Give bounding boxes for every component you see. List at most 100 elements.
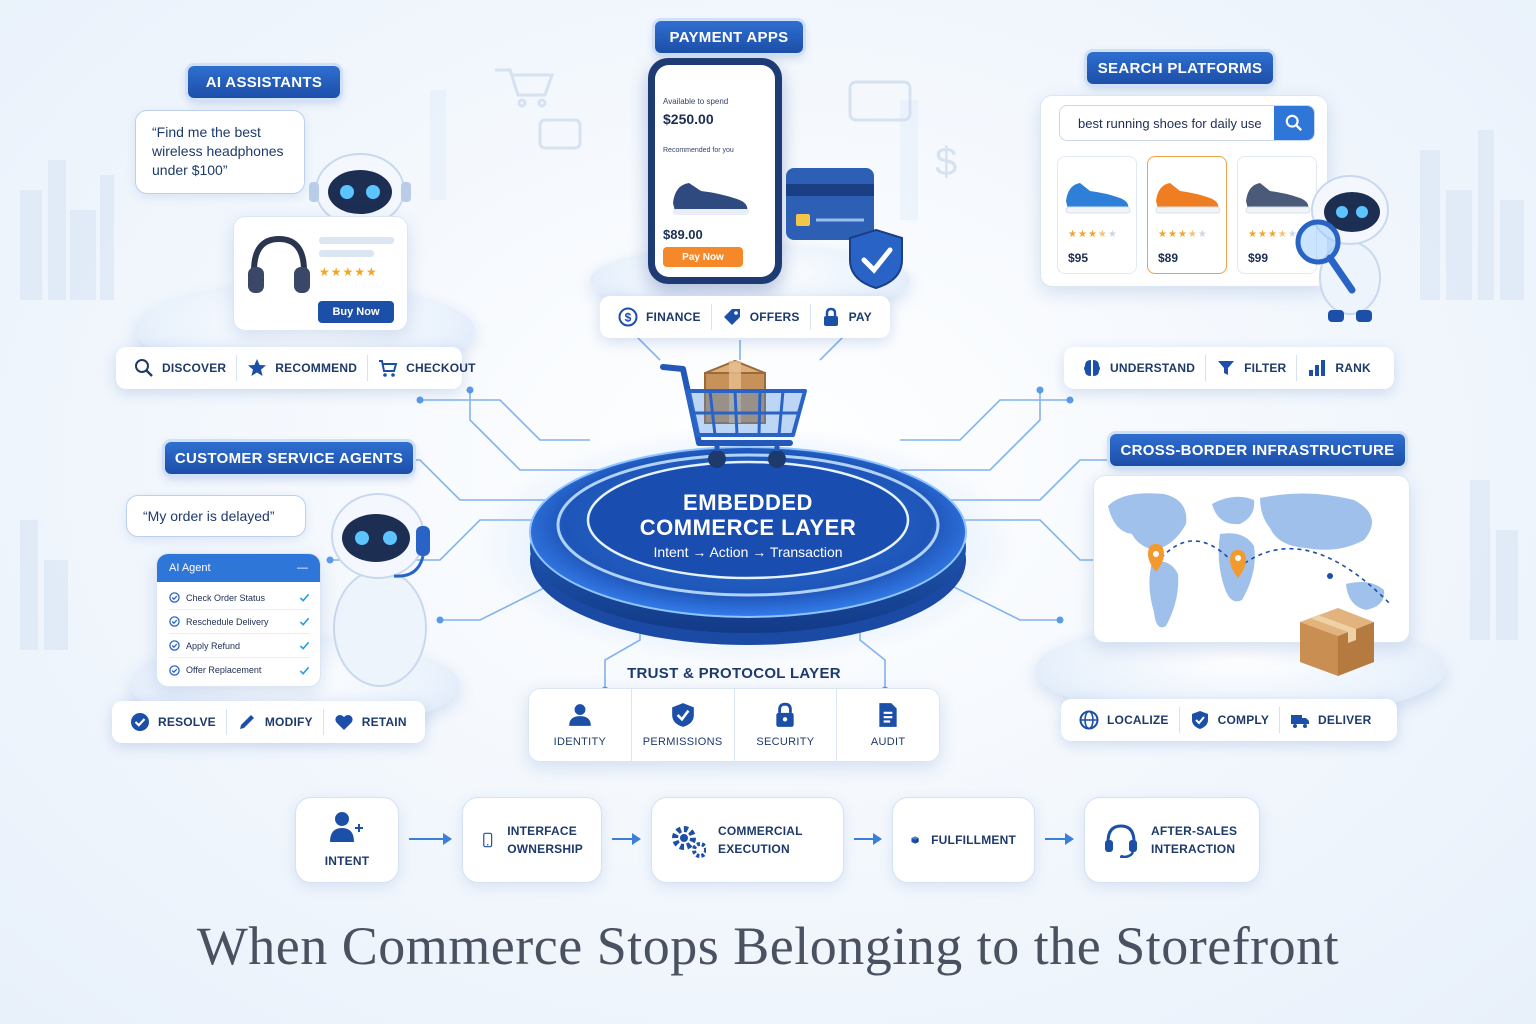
star: ★ bbox=[1087, 229, 1098, 240]
credit-card-shield-icon bbox=[786, 168, 903, 290]
search-button[interactable] bbox=[1274, 106, 1314, 140]
check-circle-icon bbox=[131, 713, 149, 731]
checkmark-icon bbox=[299, 641, 310, 650]
check-circle-icon bbox=[169, 664, 180, 676]
world-map-panel bbox=[1093, 475, 1410, 643]
running-shoe-icon bbox=[1065, 183, 1131, 214]
shopping-cart-icon bbox=[660, 359, 807, 468]
product-card[interactable]: ★★★★★ Buy Now bbox=[233, 216, 408, 331]
search-result-card[interactable]: ★★★★★ $89 bbox=[1147, 156, 1227, 274]
star: ★ bbox=[1097, 229, 1108, 240]
cap-label: MODIFY bbox=[264, 715, 313, 729]
task-label: Offer Replacement bbox=[186, 665, 262, 675]
dollar-coin-icon: $ bbox=[618, 307, 638, 327]
core-subtitle: Intent → Action → Transaction bbox=[653, 544, 843, 560]
flow-step: INTERFACE OWNERSHIP bbox=[462, 797, 602, 883]
search-results-row: ★★★★★$95★★★★★$89★★★★★$99 bbox=[1057, 156, 1317, 274]
trust-layer-header: TRUST & PROTOCOL LAYER bbox=[627, 665, 841, 682]
headset-icon bbox=[1105, 824, 1137, 858]
cap-recommend[interactable]: RECOMMEND bbox=[236, 355, 367, 381]
box-icon bbox=[911, 836, 919, 844]
pay-now-button[interactable]: Pay Now bbox=[663, 247, 743, 267]
shield-check-icon bbox=[671, 703, 694, 727]
result-price: $95 bbox=[1068, 251, 1089, 265]
quote-line: wireless headphones bbox=[152, 143, 284, 159]
task-label: Apply Refund bbox=[186, 640, 241, 651]
search-box[interactable]: best running shoes for daily use bbox=[1059, 105, 1315, 141]
checkmark-icon bbox=[299, 593, 310, 602]
running-shoe-icon bbox=[1155, 183, 1221, 214]
trust-item-security[interactable]: SECURITY bbox=[733, 689, 837, 761]
quote-line: under $100” bbox=[152, 162, 228, 178]
bar-chart-icon bbox=[1309, 360, 1326, 376]
cap-filter[interactable]: FILTER bbox=[1205, 355, 1296, 381]
cap-label: OFFERS bbox=[749, 310, 800, 324]
checkmark-icon bbox=[299, 617, 310, 626]
ai-assistant-query-bubble: “Find me the best wireless headphones un… bbox=[135, 110, 305, 194]
cap-deliver[interactable]: DELIVER bbox=[1279, 707, 1381, 733]
cap-checkout[interactable]: CHECKOUT bbox=[367, 355, 486, 381]
cap-label: CHECKOUT bbox=[406, 361, 476, 375]
cap-discover[interactable]: DISCOVER bbox=[124, 355, 236, 381]
star: ★ bbox=[1267, 229, 1278, 240]
minimize-button[interactable]: — bbox=[297, 562, 308, 574]
cap-label: COMPLY bbox=[1217, 713, 1270, 727]
cap-comply[interactable]: COMPLY bbox=[1178, 707, 1279, 733]
search-query: best running shoes for daily use bbox=[1078, 115, 1262, 131]
phone-screen: Available to spend $250.00 Recommended f… bbox=[655, 65, 775, 277]
cap-finance[interactable]: $ FINANCE bbox=[608, 304, 711, 330]
placeholder-line bbox=[319, 250, 374, 257]
gears-icon bbox=[672, 826, 706, 858]
product-price: $89.00 bbox=[663, 227, 703, 242]
agent-task-item[interactable]: Reschedule Delivery bbox=[169, 610, 310, 634]
tag-icon bbox=[723, 309, 740, 325]
flow-step-label: INTENT bbox=[324, 854, 370, 868]
cap-retain[interactable]: RETAIN bbox=[322, 709, 417, 735]
search-result-card[interactable]: ★★★★★$95 bbox=[1057, 156, 1137, 274]
star: ★ bbox=[1077, 229, 1088, 240]
user-plus-icon bbox=[330, 812, 363, 842]
core-title-line2: COMMERCE LAYER bbox=[639, 515, 857, 540]
world-map-icon bbox=[1108, 493, 1391, 628]
flow-step: AFTER-SALES INTERACTION bbox=[1084, 797, 1260, 883]
ai-agent-title: AI Agent bbox=[169, 562, 211, 574]
flow-arrow bbox=[854, 833, 882, 845]
flow-step: COMMERCIAL EXECUTION bbox=[651, 797, 844, 883]
result-price: $99 bbox=[1248, 251, 1269, 265]
agent-task-item[interactable]: Apply Refund bbox=[169, 634, 310, 658]
trust-item-identity[interactable]: IDENTITY bbox=[529, 689, 631, 761]
buy-now-button[interactable]: Buy Now bbox=[318, 301, 394, 323]
trust-item-permissions[interactable]: PERMISSIONS bbox=[630, 689, 734, 761]
cap-resolve[interactable]: RESOLVE bbox=[120, 709, 226, 735]
cap-offers[interactable]: OFFERS bbox=[710, 304, 810, 330]
placeholder-line bbox=[319, 237, 394, 244]
search-icon bbox=[135, 359, 153, 377]
cap-modify[interactable]: MODIFY bbox=[225, 709, 323, 735]
cap-label: LOCALIZE bbox=[1107, 713, 1169, 727]
task-label: Check Order Status bbox=[186, 592, 266, 603]
star: ★ bbox=[1107, 229, 1118, 240]
ai-agent-titlebar: AI Agent — bbox=[157, 554, 320, 582]
cap-rank[interactable]: RANK bbox=[1296, 355, 1380, 381]
agent-task-item[interactable]: Offer Replacement bbox=[169, 658, 310, 682]
search-capabilities: UNDERSTAND FILTER RANK bbox=[1064, 347, 1394, 389]
cap-label: PAY bbox=[848, 310, 872, 324]
cap-label: RECOMMEND bbox=[275, 361, 358, 375]
cap-understand[interactable]: UNDERSTAND bbox=[1072, 355, 1205, 381]
star: ★ bbox=[1158, 229, 1168, 240]
star: ★ bbox=[1257, 229, 1268, 240]
shoe-icon bbox=[673, 183, 749, 215]
cap-localize[interactable]: LOCALIZE bbox=[1069, 707, 1179, 733]
customer-service-capabilities: RESOLVE MODIFY RETAIN bbox=[112, 701, 425, 743]
flow-step: INTENT bbox=[295, 797, 399, 883]
cap-pay[interactable]: PAY bbox=[809, 304, 882, 330]
trust-item-audit[interactable]: AUDIT bbox=[836, 689, 939, 761]
ai-assistants-header: AI ASSISTANTS bbox=[188, 66, 340, 98]
user-icon bbox=[569, 704, 591, 726]
result-price: $89 bbox=[1158, 251, 1179, 265]
rating-stars: ★★★★★ bbox=[1158, 229, 1208, 240]
agent-task-item[interactable]: Check Order Status bbox=[169, 586, 310, 610]
trust-item-label: IDENTITY bbox=[553, 736, 607, 748]
